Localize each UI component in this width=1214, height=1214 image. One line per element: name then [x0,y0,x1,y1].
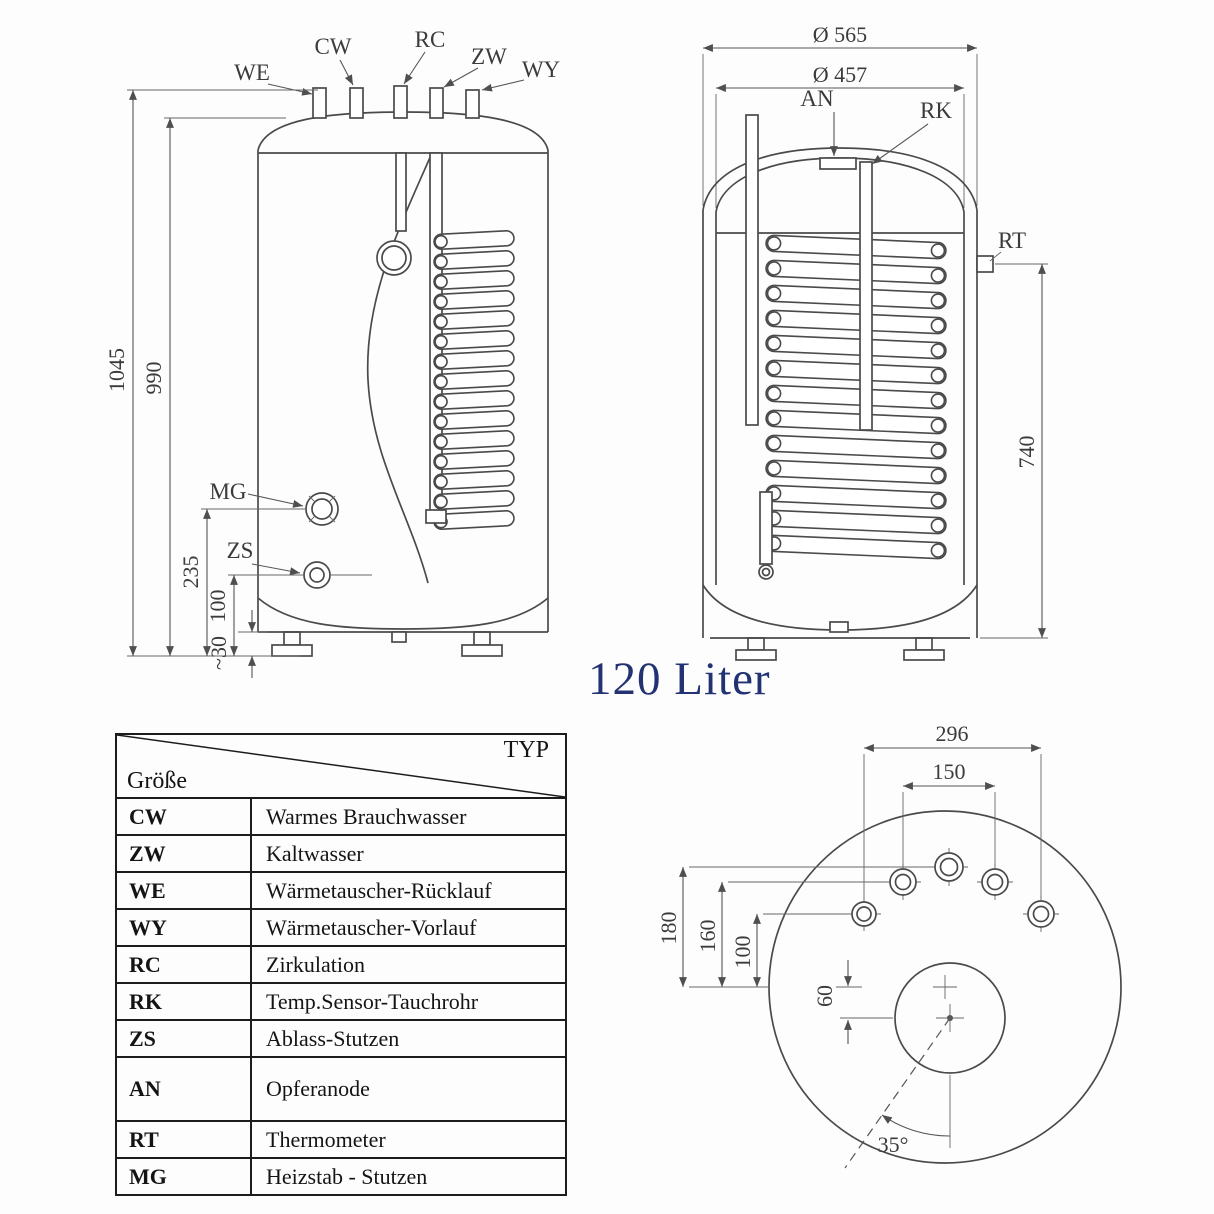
legend-row: RT Thermometer [115,1120,567,1159]
legend-desc: Opferanode [250,1056,567,1122]
legend-header-cell: TYP Größe [115,733,567,799]
legend-row: RC Zirkulation [115,945,567,984]
dim-inner-diameter: Ø 457 [813,62,867,87]
section-labels: AN RK RT [800,86,1026,273]
legend-desc: Thermometer [250,1120,567,1159]
legend-code: WY [115,908,252,947]
dim-60: 60 [812,985,837,1007]
legend-row: WE Wärmetauscher-Rücklauf [115,871,567,910]
section-coil [764,234,948,560]
front-tank-outline [257,111,549,643]
legend-desc: Wärmetauscher-Rücklauf [250,871,567,910]
capacity-title: 120 Liter [588,653,771,705]
legend-row: ZS Ablass-Stutzen [115,1019,567,1058]
top-view: 296 150 180 160 100 60 3 [656,721,1122,1169]
section-feet [735,637,945,661]
port-label-we: WE [234,60,270,85]
fitting-label-zs: ZS [227,538,254,563]
legend-code: WE [115,871,252,910]
legend-code: RK [115,982,252,1021]
legend-desc: Heizstab - Stutzen [250,1157,567,1196]
legend-desc: Ablass-Stutzen [250,1019,567,1058]
top-view-dimensions: 296 150 180 160 100 60 3 [656,721,1042,1169]
legend-row: WY Wärmetauscher-Vorlauf [115,908,567,947]
legend-desc: Warmes Brauchwasser [250,797,567,836]
legend-table: TYP Größe CW Warmes Brauchwasser ZW Kalt… [115,733,567,1196]
front-port-stubs [312,85,480,119]
dim-100: 100 [730,936,755,969]
legend-code: RT [115,1120,252,1159]
dim-total-height: 1045 [104,348,129,392]
fitting-label-mg: MG [209,479,246,504]
front-coil [425,229,516,531]
dim-coil-height: 740 [1014,436,1039,469]
dim-mg-height: 235 [178,556,203,589]
legend-header-row: TYP Größe [115,733,567,799]
section-internal-tubes [745,114,873,580]
legend-row: RK Temp.Sensor-Tauchrohr [115,982,567,1021]
dim-296: 296 [936,721,969,746]
legend-header-groesse: Größe [127,768,187,794]
top-view-fittings [847,848,1059,932]
legend-code: AN [115,1056,252,1122]
legend-code: ZS [115,1019,252,1058]
legend-desc: Kaltwasser [250,834,567,873]
dim-outer-diameter: Ø 565 [813,22,867,47]
port-label-zw: ZW [471,44,507,69]
port-label-cw: CW [314,34,351,59]
port-label-wy: WY [522,57,561,82]
header-diagonal-line [117,735,565,797]
legend-row: AN Opferanode [115,1056,567,1122]
dim-180: 180 [656,912,681,945]
dim-150: 150 [933,759,966,784]
legend-row: CW Warmes Brauchwasser [115,797,567,836]
front-view: WE CW RC ZW WY MG ZS [104,27,561,678]
legend-desc: Wärmetauscher-Vorlauf [250,908,567,947]
section-height-dim: 740 [980,263,1048,639]
legend-row: ZW Kaltwasser [115,834,567,873]
front-dimensions: 1045 990 235 100 ~30 [104,89,318,678]
label-an: AN [800,86,834,111]
legend-row: MG Heizstab - Stutzen [115,1157,567,1196]
dim-foot-height: ~30 [206,636,231,670]
legend-code: CW [115,797,252,836]
port-label-rc: RC [415,27,446,52]
label-rk: RK [920,98,952,123]
dim-angle: 35° [878,1132,909,1157]
dim-tank-height: 990 [141,362,166,395]
legend-desc: Temp.Sensor-Tauchrohr [250,982,567,1021]
legend-desc: Zirkulation [250,945,567,984]
label-rt: RT [998,228,1026,253]
dim-zs-height: 100 [205,590,230,623]
section-diameter-dims: Ø 565 Ø 457 [702,22,978,208]
top-view-circles [768,810,1122,1164]
legend-code: RC [115,945,252,984]
section-tank-outline [702,147,978,639]
dim-160: 160 [695,920,720,953]
section-view: Ø 565 Ø 457 [702,22,1048,661]
legend-code: MG [115,1157,252,1196]
front-fittings: MG ZS [209,479,372,589]
legend-code: ZW [115,834,252,873]
front-feet [271,631,503,657]
legend-header-typ: TYP [503,737,549,763]
front-port-labels: WE CW RC ZW WY [234,27,561,96]
